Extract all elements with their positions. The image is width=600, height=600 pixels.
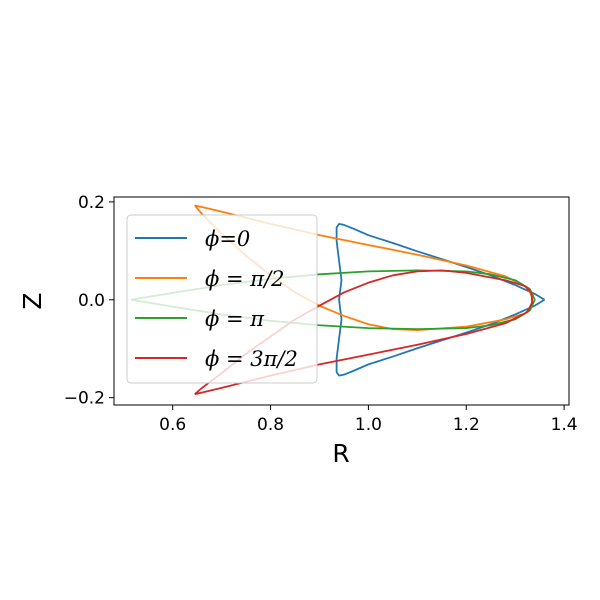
legend-label-2: ϕ = π: [205, 307, 265, 331]
y-tick-label: 0.2: [78, 193, 105, 213]
y-axis-label: Z: [18, 292, 47, 309]
x-tick-label: 0.6: [159, 415, 186, 435]
y-axis-ticks: 0.2 0.0 −0.2: [64, 193, 114, 409]
x-tick-label: 1.4: [551, 415, 578, 435]
x-tick-label: 1.2: [453, 415, 480, 435]
series-line-0: [335, 223, 546, 377]
y-tick-label: −0.2: [64, 389, 105, 409]
x-axis-ticks: 0.6 0.8 1.0 1.2 1.4: [159, 405, 578, 435]
legend-label-1: ϕ = π/2: [205, 267, 285, 291]
y-tick-label: 0.0: [78, 291, 105, 311]
axes-frame: [113, 196, 570, 406]
legend-label-3: ϕ = 3π/2: [205, 347, 298, 371]
legend-box: [126, 214, 318, 384]
x-axis-label: R: [332, 439, 349, 468]
x-tick-label: 0.8: [257, 415, 284, 435]
x-tick-label: 1.0: [355, 415, 382, 435]
legend: ϕ=0 ϕ = π/2 ϕ = π ϕ = 3π/2: [126, 214, 318, 384]
legend-label-0: ϕ=0: [205, 227, 250, 251]
